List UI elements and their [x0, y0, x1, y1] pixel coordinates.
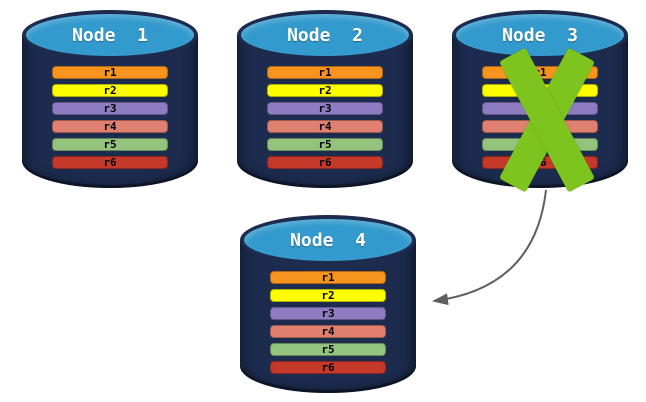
record-bar-r1: r1: [267, 66, 383, 79]
record-bar-r3: r3: [52, 102, 168, 115]
record-bar-r4: r4: [52, 120, 168, 133]
record-bar-r3: r3: [267, 102, 383, 115]
record-bar-r6: r6: [267, 156, 383, 169]
node-4-title: Node 4: [290, 229, 366, 251]
node-3-record-list: r1 r2 r3 r4 r5 r6: [482, 66, 598, 169]
record-bar-r5: r5: [267, 138, 383, 151]
node-4-cylinder: Node 4 r1 r2 r3 r4 r5 r6: [240, 215, 416, 393]
record-bar-r5: r5: [52, 138, 168, 151]
arrow-curve: [432, 189, 547, 306]
record-bar-r6: r6: [52, 156, 168, 169]
record-bar-r2: r2: [267, 84, 383, 97]
node-3-cylinder-top: Node 3: [452, 10, 628, 60]
record-bar-r4: r4: [270, 325, 386, 338]
node-1-cylinder: Node 1 r1 r2 r3 r4 r5 r6: [22, 10, 198, 188]
node-2-title: Node 2: [287, 24, 363, 46]
node-4-record-list: r1 r2 r3 r4 r5 r6: [270, 271, 386, 374]
node-2-cylinder: Node 2 r1 r2 r3 r4 r5 r6: [237, 10, 413, 188]
node-3-title: Node 3: [502, 24, 578, 46]
node-2-record-list: r1 r2 r3 r4 r5 r6: [267, 66, 383, 169]
record-bar-r5: r5: [270, 343, 386, 356]
record-bar-r3: r3: [482, 102, 598, 115]
node-2-cylinder-top: Node 2: [237, 10, 413, 60]
record-bar-r2: r2: [52, 84, 168, 97]
record-bar-r1: r1: [270, 271, 386, 284]
record-bar-r4: r4: [482, 120, 598, 133]
node-4-cylinder-top: Node 4: [240, 215, 416, 265]
node-1-title: Node 1: [72, 24, 148, 46]
record-bar-r1: r1: [482, 66, 598, 79]
node-1-record-list: r1 r2 r3 r4 r5 r6: [52, 66, 168, 169]
record-bar-r4: r4: [267, 120, 383, 133]
record-bar-r2: r2: [482, 84, 598, 97]
record-bar-r6: r6: [270, 361, 386, 374]
record-bar-r5: r5: [482, 138, 598, 151]
record-bar-r3: r3: [270, 307, 386, 320]
record-bar-r1: r1: [52, 66, 168, 79]
node-1-cylinder-top: Node 1: [22, 10, 198, 60]
record-bar-r2: r2: [270, 289, 386, 302]
record-bar-r6: r6: [482, 156, 598, 169]
node-3-cylinder: Node 3 r1 r2 r3 r4 r5 r6: [452, 10, 628, 193]
